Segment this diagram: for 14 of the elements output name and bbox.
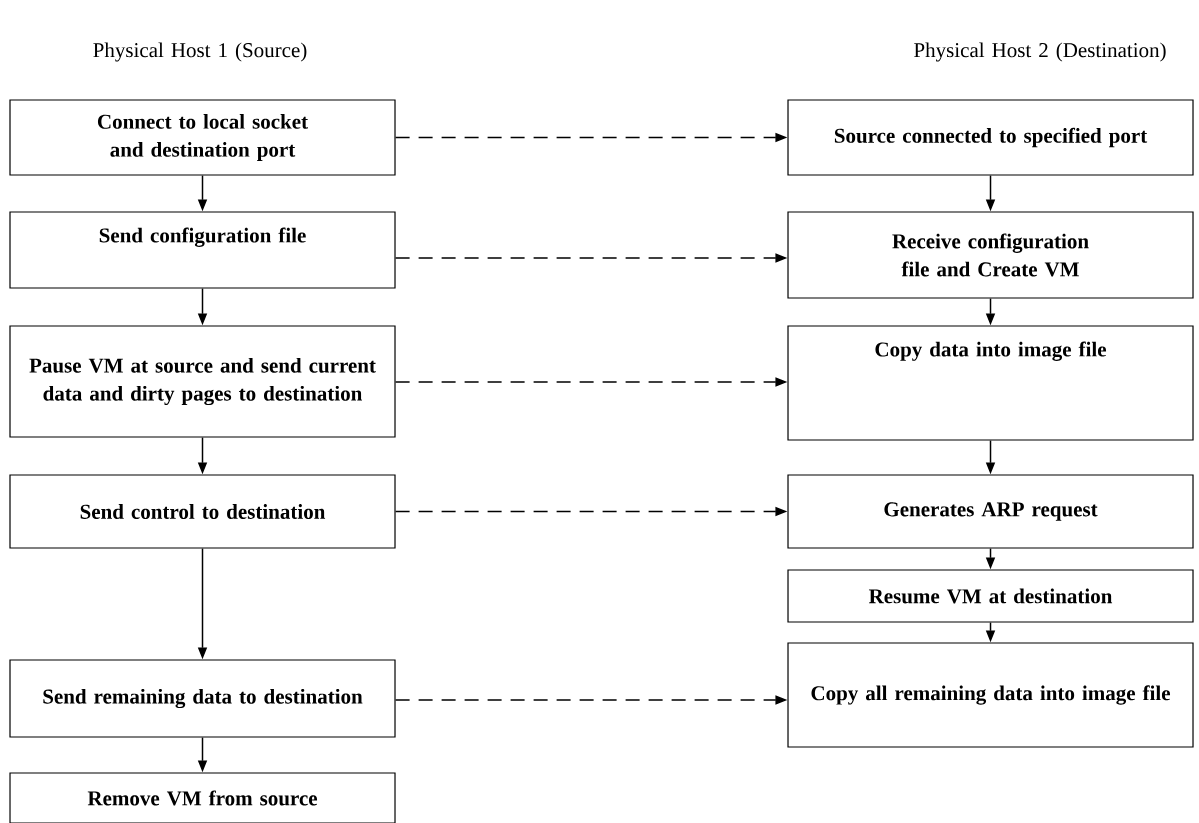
process-box: Send configuration file xyxy=(9,211,396,289)
process-box: Receive configuration file and Create VM xyxy=(787,211,1194,299)
process-box: Send control to destination xyxy=(9,474,396,549)
column-heading: Physical Host 1 (Source) xyxy=(93,42,307,62)
process-box: Source connected to specified port xyxy=(787,99,1194,176)
process-box: Connect to local socket and destination port xyxy=(9,99,396,176)
process-box: Pause VM at source and send current data and dirty pages to destination xyxy=(9,325,396,438)
column-heading: Physical Host 2 (Destination) xyxy=(914,42,1166,62)
process-box: Copy all remaining data into image file xyxy=(787,642,1194,748)
process-box: Generates ARP request xyxy=(787,474,1194,549)
process-box: Send remaining data to destination xyxy=(9,659,396,738)
process-box: Copy data into image file xyxy=(787,325,1194,441)
process-box: Remove VM from source xyxy=(9,772,396,823)
process-box: Resume VM at destination xyxy=(787,569,1194,623)
